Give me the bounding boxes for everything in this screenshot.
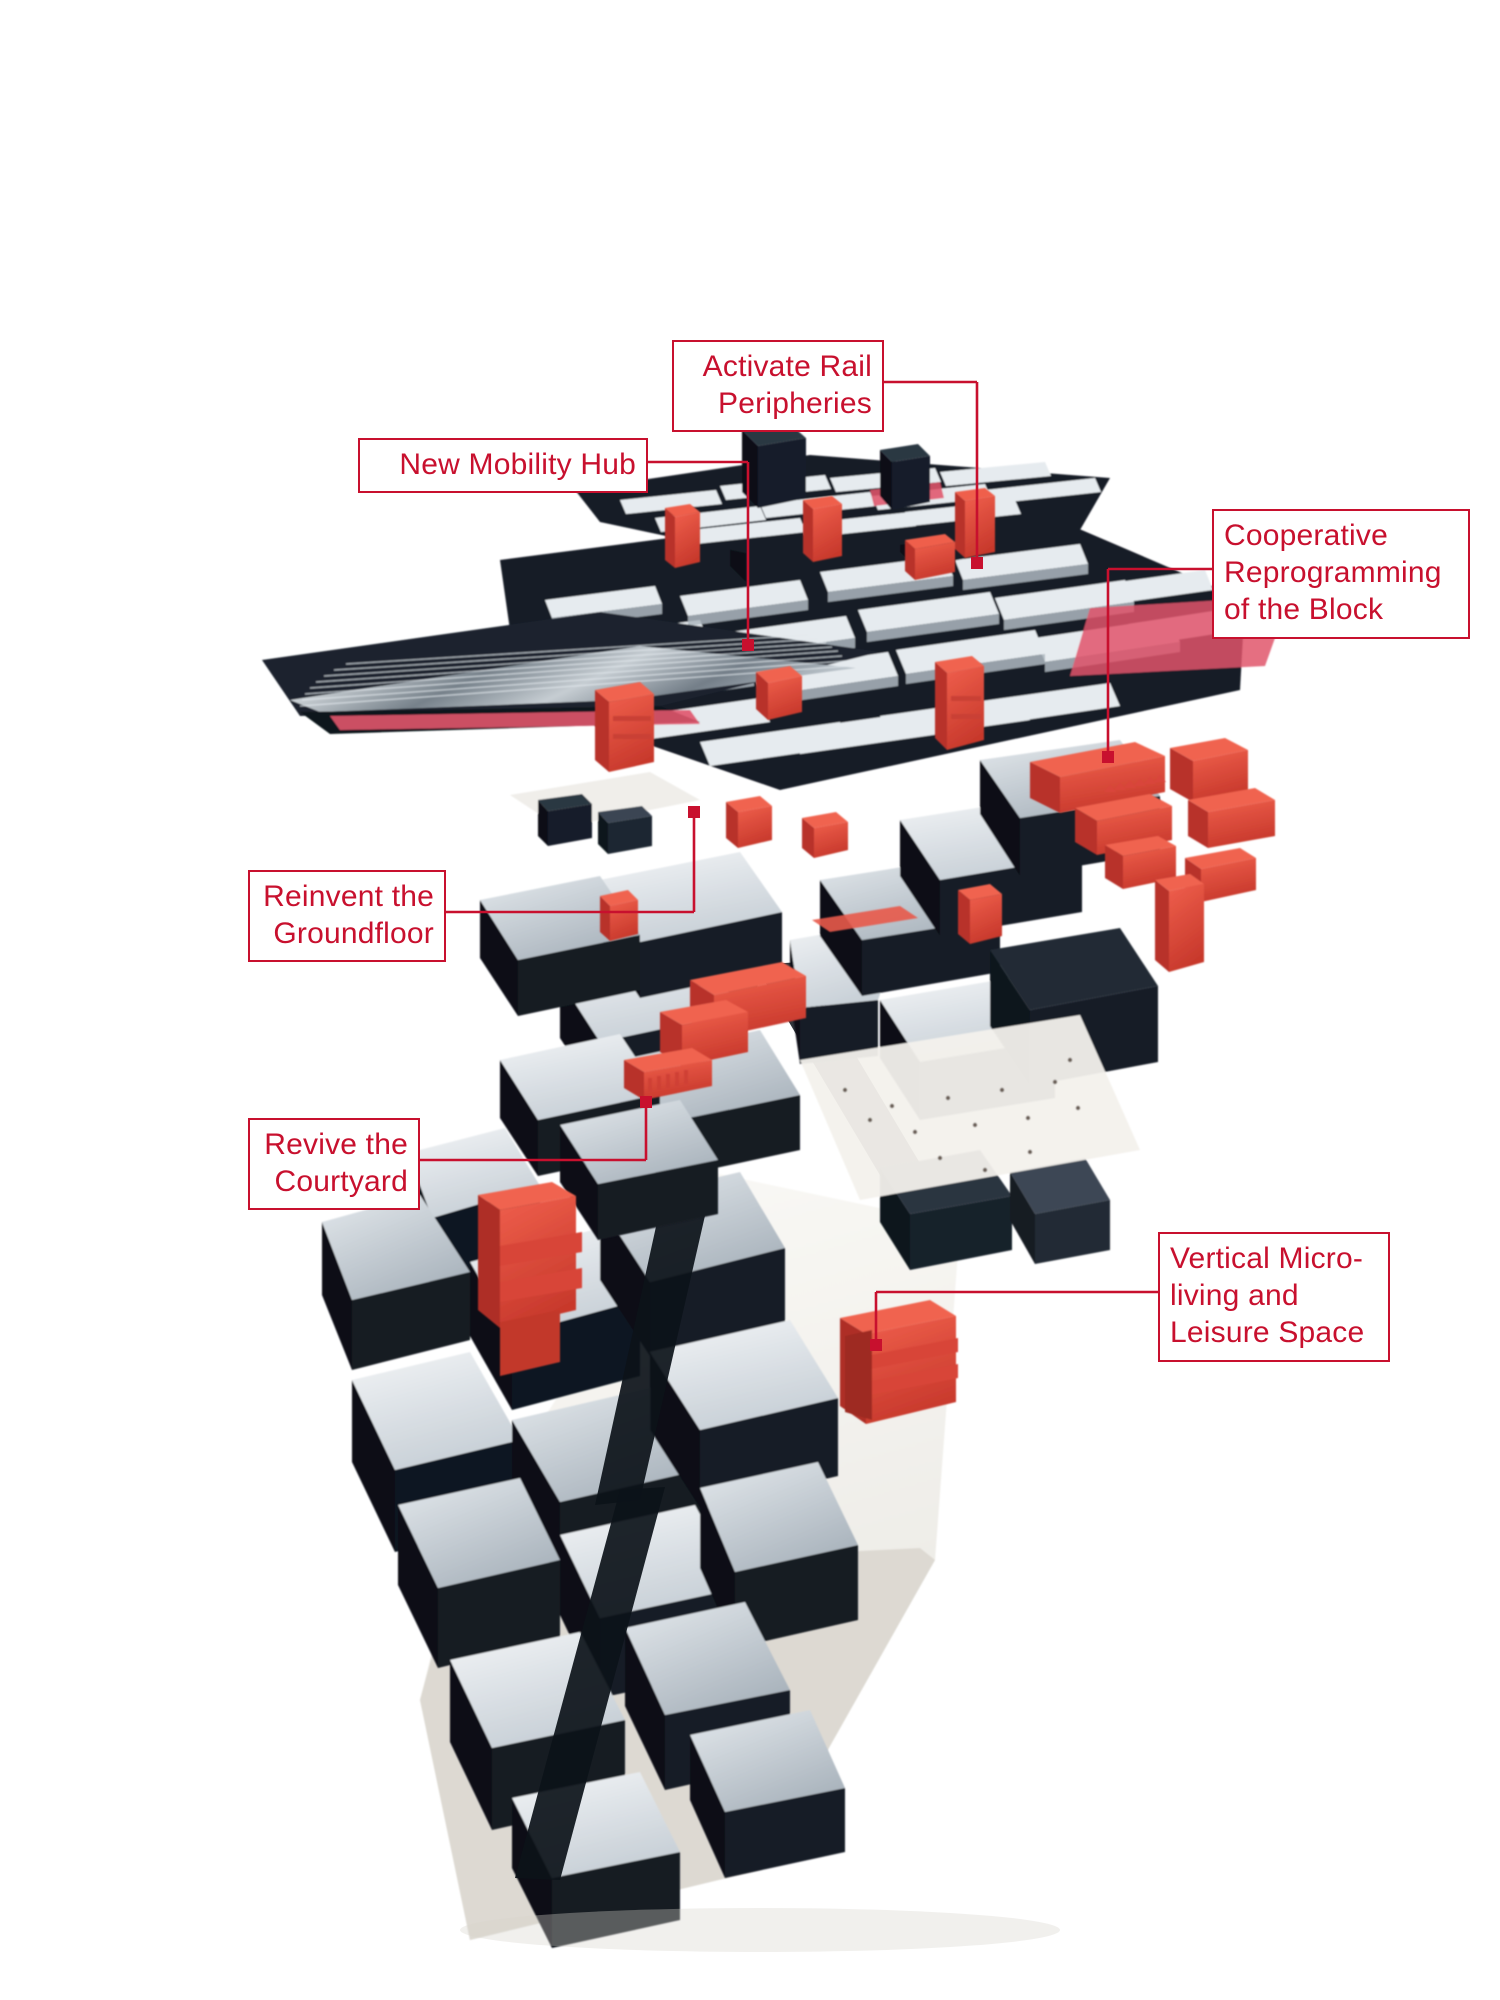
callout-revive-the-courtyard[interactable]: Revive the Courtyard <box>248 1118 420 1211</box>
district-blocks-central <box>480 740 1160 1270</box>
callout-new-mobility-hub[interactable]: New Mobility Hub <box>358 438 648 494</box>
plaza-people-dots <box>842 1057 1081 1173</box>
callout-reinvent-the-groundfloor[interactable]: Reinvent the Groundfloor <box>248 870 446 963</box>
callout-cooperative-reprogramming-of-the-block[interactable]: Cooperative Reprogramming of the Block <box>1212 509 1470 639</box>
red-volume-micro-living <box>840 1300 958 1424</box>
red-volume-mobility-hub <box>595 682 654 772</box>
district-blocks-north <box>262 424 1290 854</box>
callout-vertical-micro-living-and-leisure-space[interactable]: Vertical Micro- living and Leisure Space <box>1158 1232 1390 1362</box>
red-volume-tall-tower <box>478 1182 582 1376</box>
intervention-volumes-red <box>478 488 1275 1424</box>
callout-activate-rail-peripheries[interactable]: Activate Rail Peripheries <box>672 340 884 433</box>
red-volume-courtyard <box>624 1048 712 1100</box>
